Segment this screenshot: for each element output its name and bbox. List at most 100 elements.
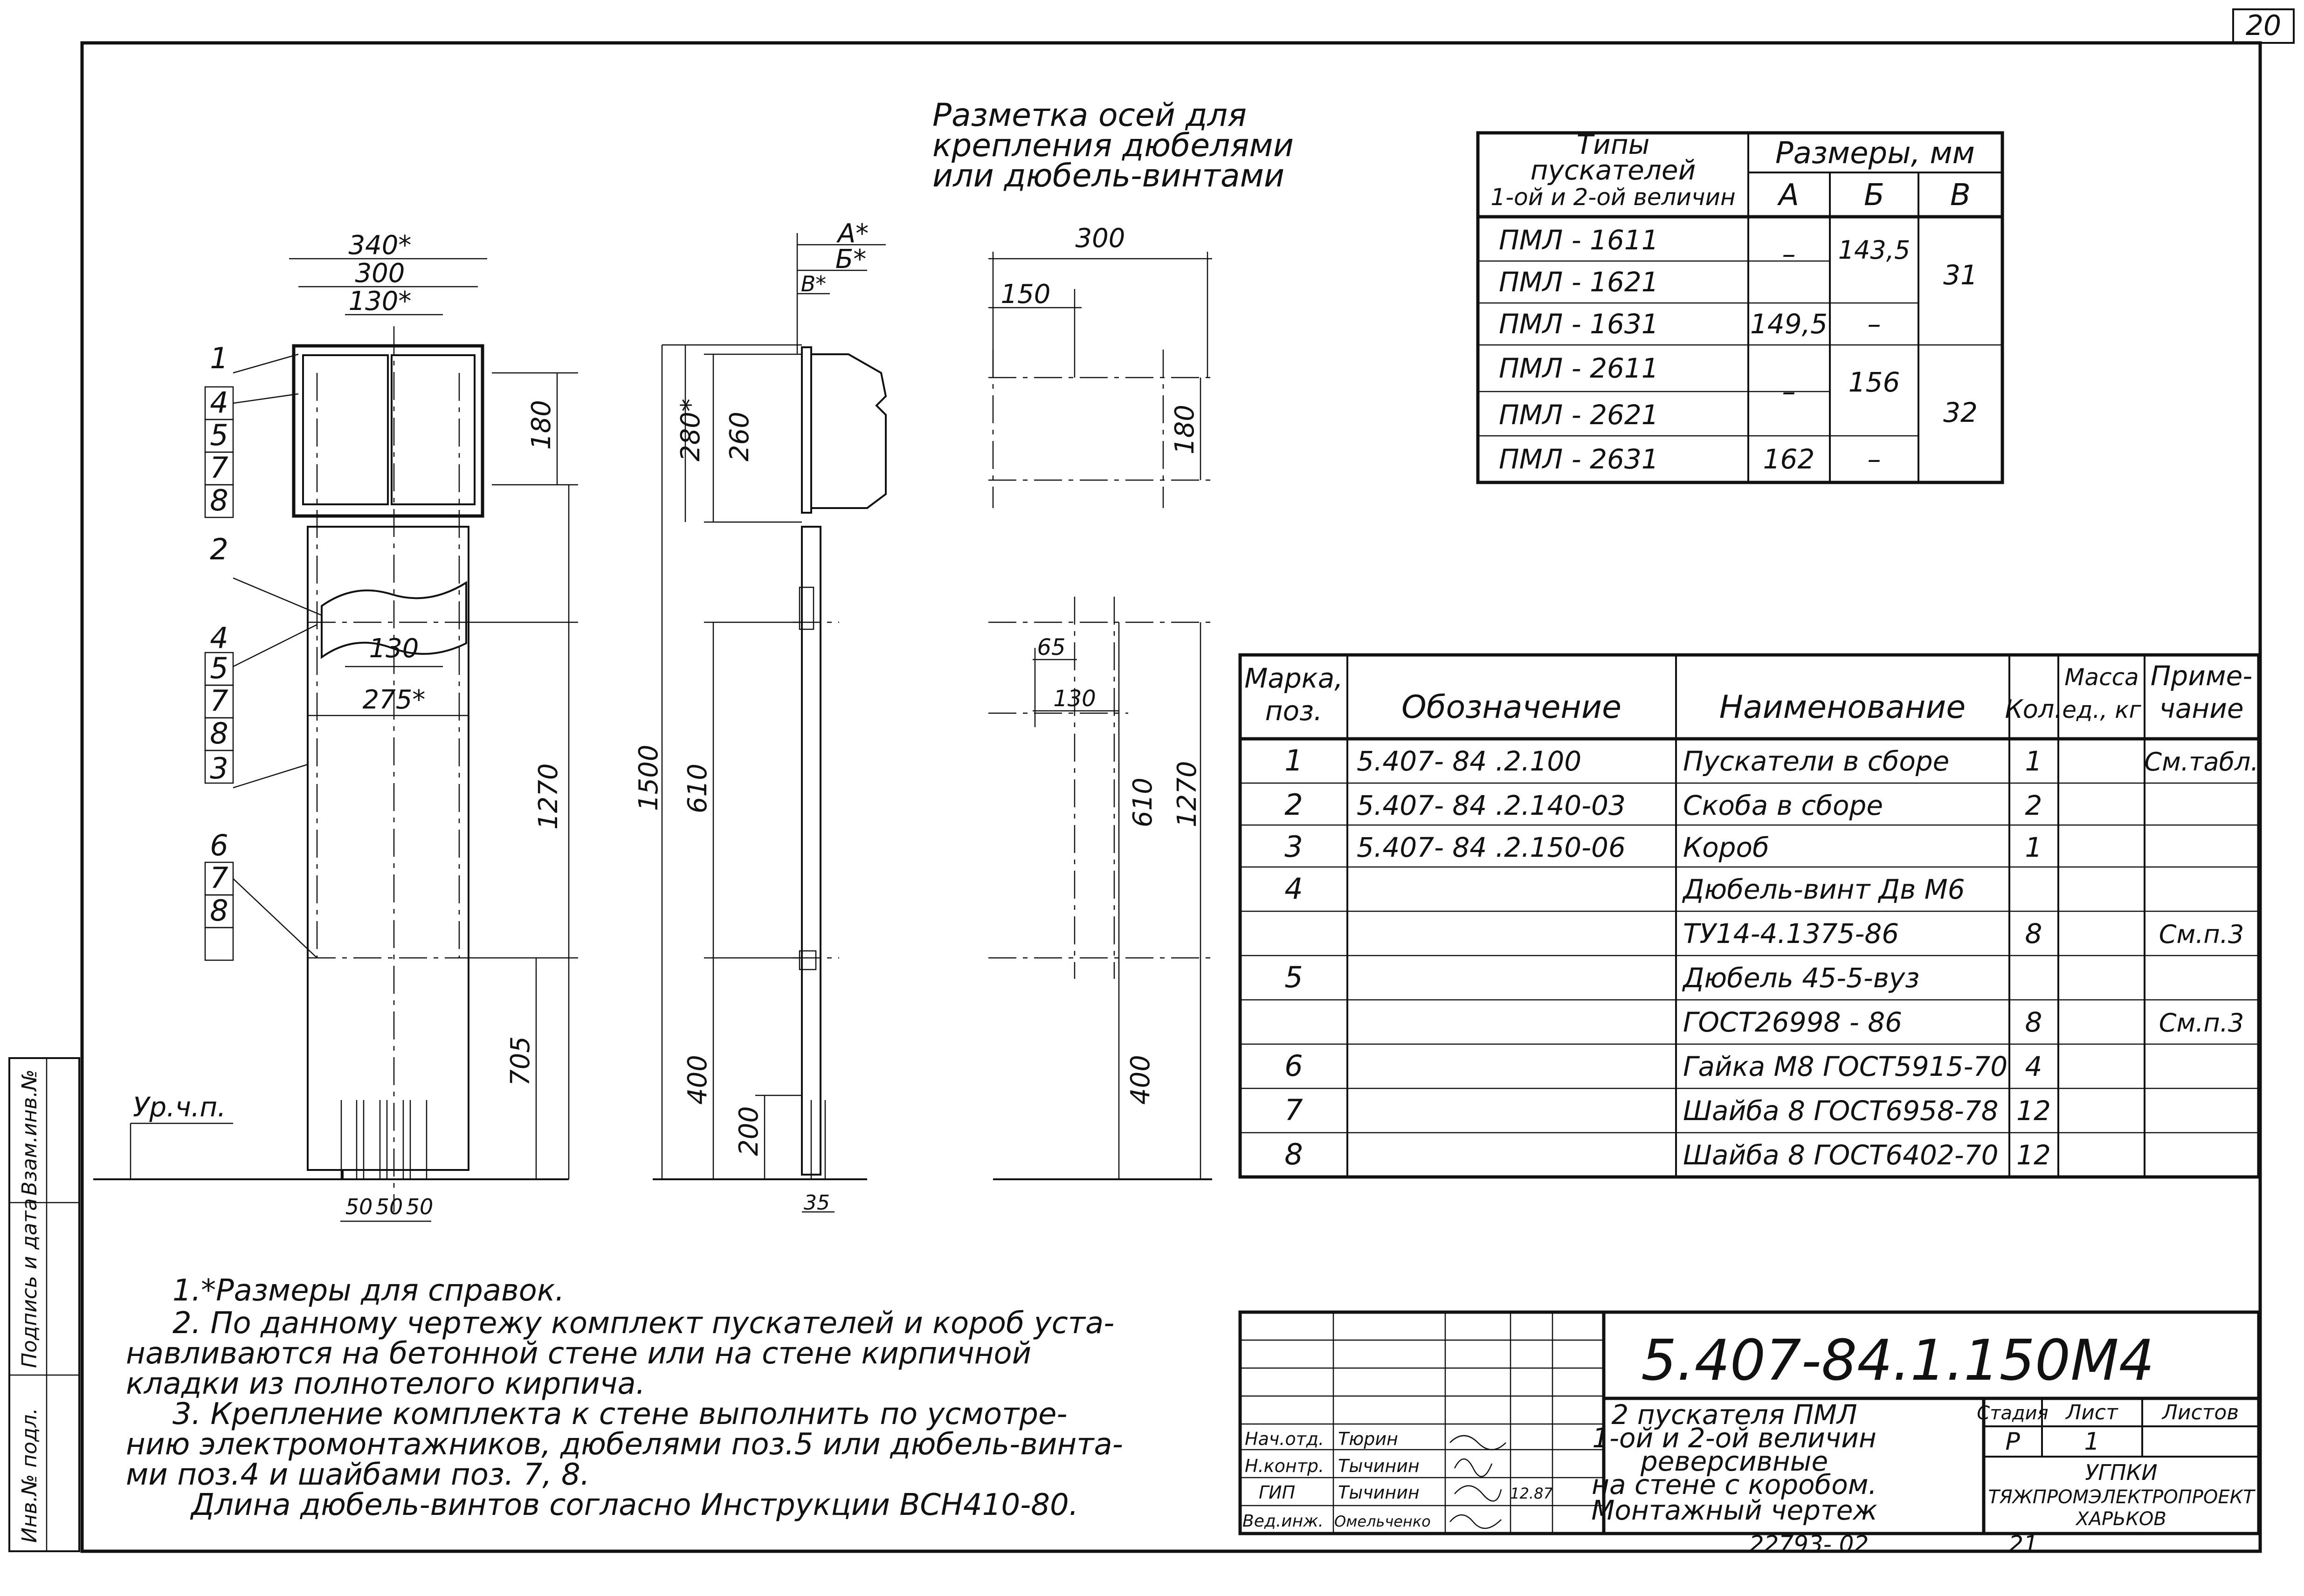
spec-cell-note: См.п.3 bbox=[2159, 920, 2244, 949]
spec-cell-designation: 5.407- 84 .2.100 bbox=[1357, 745, 1581, 777]
svg-text:В*: В* bbox=[801, 271, 827, 296]
spec-cell-note: См.п.3 bbox=[2159, 1008, 2244, 1038]
svg-text:12.87: 12.87 bbox=[1510, 1485, 1553, 1502]
svg-text:8: 8 bbox=[210, 483, 228, 517]
spec-cell-name: Шайба 8 ГОСТ6402-70 bbox=[1683, 1139, 1999, 1171]
svg-text:340*: 340* bbox=[349, 230, 412, 261]
svg-text:Размеры, мм: Размеры, мм bbox=[1775, 136, 1975, 171]
svg-text:Нач.отд.: Нач.отд. bbox=[1245, 1429, 1324, 1449]
spec-cell-name: Короб bbox=[1683, 832, 1769, 863]
spec-cell-qty: 12 bbox=[2016, 1095, 2051, 1127]
type-row: ПМЛ - 2621 bbox=[1499, 399, 1659, 431]
svg-text:1: 1 bbox=[2084, 1428, 2099, 1456]
svg-text:260: 260 bbox=[724, 412, 755, 461]
svg-text:275*: 275* bbox=[363, 685, 426, 715]
svg-text:Лист: Лист bbox=[2065, 1401, 2118, 1424]
svg-text:7: 7 bbox=[210, 684, 228, 718]
spec-cell-name: ТУ14-4.1375-86 bbox=[1683, 918, 1899, 949]
svg-text:Тычинин: Тычинин bbox=[1338, 1456, 1420, 1476]
svg-text:143,5: 143,5 bbox=[1838, 235, 1911, 265]
svg-text:4: 4 bbox=[210, 385, 228, 420]
svg-text:280*: 280* bbox=[676, 399, 706, 461]
svg-text:3: 3 bbox=[210, 751, 228, 785]
svg-text:130*: 130* bbox=[349, 286, 412, 316]
svg-text:Б*: Б* bbox=[835, 244, 866, 275]
svg-text:–: – bbox=[1868, 308, 1881, 340]
signature-scribble bbox=[1449, 1435, 1506, 1529]
spec-cell-qty: 1 bbox=[2025, 745, 2042, 777]
type-row: ПМЛ - 2611 bbox=[1499, 352, 1659, 384]
svg-text:3. Крепление комплекта к стене: 3. Крепление комплекта к стене выполнить… bbox=[172, 1397, 1067, 1431]
spec-cell-pos: 5 bbox=[1284, 960, 1303, 994]
svg-text:22793- 02: 22793- 02 bbox=[1749, 1531, 1869, 1558]
svg-text:156: 156 bbox=[1849, 366, 1900, 398]
svg-text:или дюбель-винтами: или дюбель-винтами bbox=[932, 158, 1284, 194]
spec-cell-note: См.табл. bbox=[2144, 747, 2258, 777]
spec-cell-pos: 7 bbox=[1284, 1093, 1303, 1127]
svg-text:705: 705 bbox=[505, 1036, 536, 1086]
svg-text:2 пускателя ПМЛ: 2 пускателя ПМЛ bbox=[1611, 1399, 1857, 1431]
svg-text:поз.: поз. bbox=[1265, 695, 1323, 727]
svg-text:1500: 1500 bbox=[634, 744, 664, 811]
svg-text:35: 35 bbox=[804, 1191, 830, 1215]
floor-label: Ур.ч.п. bbox=[133, 1091, 226, 1123]
svg-text:Тычинин: Тычинин bbox=[1338, 1482, 1420, 1503]
side-view: А* Б* В* 280* 260 1500 610 400 200 35 bbox=[634, 219, 887, 1215]
svg-text:8: 8 bbox=[210, 894, 228, 928]
svg-text:кладки из полнотелого кирпича.: кладки из полнотелого кирпича. bbox=[126, 1367, 645, 1401]
svg-text:В: В bbox=[1950, 178, 1971, 213]
svg-text:на стене с коробом.: на стене с коробом. bbox=[1592, 1469, 1877, 1500]
svg-text:Б: Б bbox=[1864, 178, 1884, 213]
spec-cell-qty: 8 bbox=[2025, 1006, 2042, 1038]
page-number: 20 bbox=[2246, 9, 2281, 42]
spec-cell-name: Гайка М8 ГОСТ5915-70 bbox=[1683, 1051, 2007, 1082]
svg-text:ми поз.4 и шайбами поз. 7, 8.: ми поз.4 и шайбами поз. 7, 8. bbox=[126, 1458, 590, 1492]
type-row: ПМЛ - 1621 bbox=[1499, 266, 1659, 298]
title-block: 5.407-84.1.150М4 2 пускателя ПМЛ 1-ой и … bbox=[1238, 1310, 2261, 1558]
svg-text:ХАРЬКОВ: ХАРЬКОВ bbox=[2075, 1508, 2166, 1530]
svg-text:180: 180 bbox=[1170, 405, 1200, 454]
spec-cell-pos: 4 bbox=[1284, 872, 1303, 906]
svg-text:Вед.инж.: Вед.инж. bbox=[1242, 1512, 1324, 1531]
svg-text:1.*Размеры для справок.: 1.*Размеры для справок. bbox=[172, 1273, 565, 1308]
spec-cell-designation: 5.407- 84 .2.140-03 bbox=[1357, 790, 1626, 821]
svg-text:ГИП: ГИП bbox=[1259, 1482, 1295, 1503]
svg-text:–: – bbox=[1782, 376, 1796, 407]
svg-text:Наименование: Наименование bbox=[1719, 689, 1966, 726]
svg-text:крепления дюбелями: крепления дюбелями bbox=[932, 127, 1294, 164]
svg-text:149,5: 149,5 bbox=[1750, 308, 1828, 340]
svg-text:130: 130 bbox=[369, 633, 419, 664]
svg-text:1: 1 bbox=[210, 341, 228, 375]
svg-text:1270: 1270 bbox=[1172, 761, 1202, 827]
spec-cell-pos: 8 bbox=[1284, 1137, 1303, 1171]
svg-text:Приме-: Приме- bbox=[2151, 660, 2253, 692]
svg-text:А: А bbox=[1777, 178, 1799, 213]
svg-text:Типы: Типы bbox=[1577, 129, 1650, 160]
page-number-box bbox=[2232, 8, 2295, 44]
svg-text:Листов: Листов bbox=[2161, 1401, 2239, 1424]
svg-text:1270: 1270 bbox=[533, 763, 564, 830]
svg-text:31: 31 bbox=[1943, 259, 1978, 291]
svg-text:Марка,: Марка, bbox=[1244, 662, 1343, 694]
spec-cell-qty: 2 bbox=[2025, 790, 2042, 821]
svg-text:–: – bbox=[1782, 238, 1796, 270]
svg-text:Омельченко: Омельченко bbox=[1334, 1513, 1431, 1530]
spec-cell-qty: 8 bbox=[2025, 918, 2042, 949]
notes: 1.*Размеры для справок. 2. По данному че… bbox=[126, 1273, 1123, 1522]
svg-text:Длина дюбель-винтов согласно И: Длина дюбель-винтов согласно Инструкции … bbox=[190, 1488, 1078, 1522]
svg-text:150: 150 bbox=[1001, 279, 1051, 310]
svg-text:50: 50 bbox=[406, 1194, 434, 1219]
svg-text:5: 5 bbox=[210, 651, 228, 685]
spec-cell-pos: 1 bbox=[1284, 743, 1303, 777]
side-stamp: Инв.№ подл. Подпись и дата Взам.инв.№ bbox=[8, 1057, 80, 1552]
svg-text:7: 7 bbox=[210, 861, 228, 895]
svg-text:пускателей: пускателей bbox=[1531, 154, 1696, 186]
spec-cell-qty: 12 bbox=[2016, 1139, 2051, 1171]
type-row: ПМЛ - 1631 bbox=[1499, 308, 1659, 340]
svg-text:50: 50 bbox=[376, 1194, 403, 1219]
svg-text:130: 130 bbox=[1053, 686, 1096, 712]
spec-cell-name: Скоба в сборе bbox=[1683, 790, 1883, 821]
svg-text:21: 21 bbox=[2008, 1531, 2038, 1558]
